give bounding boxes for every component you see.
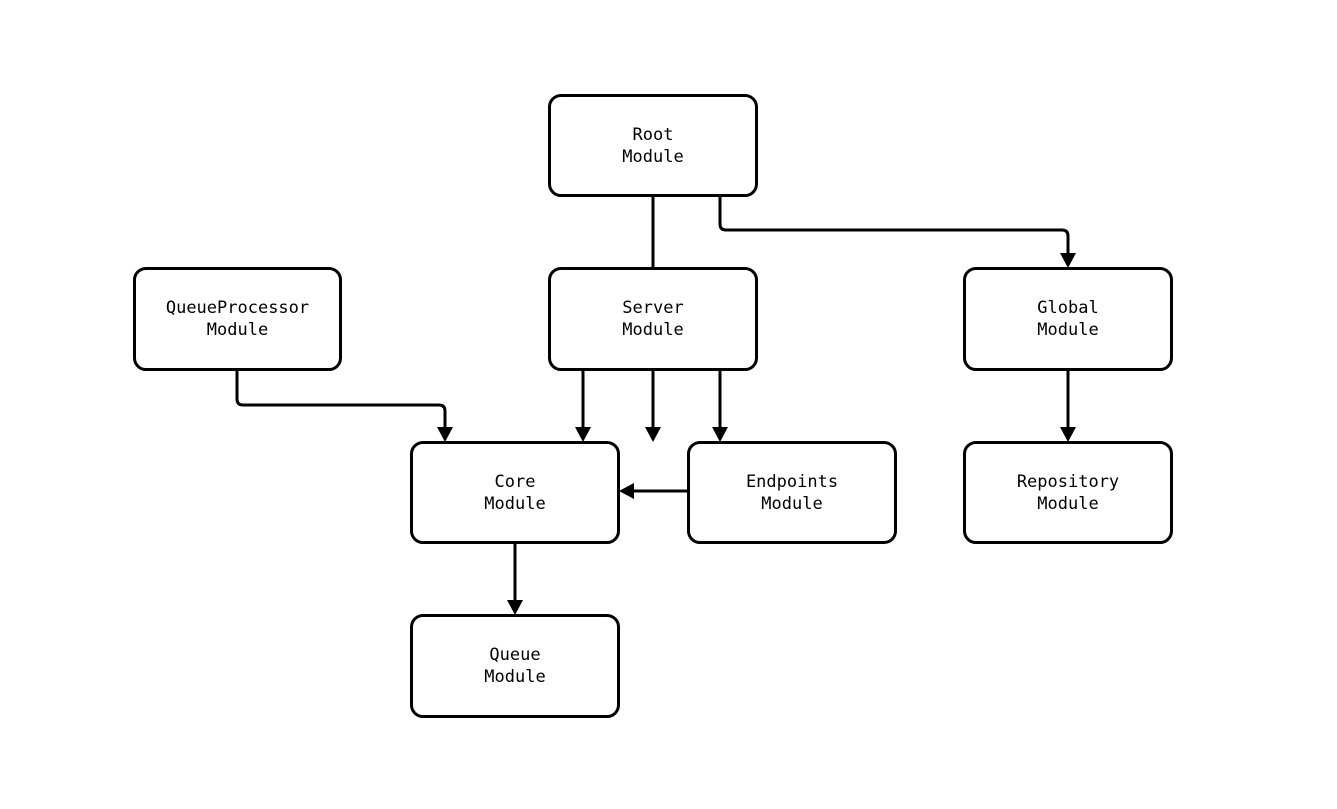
node-root-module[interactable]: Root Module bbox=[548, 94, 758, 197]
node-root-module-line1: Root bbox=[632, 124, 674, 145]
node-endpoints-module-line1: Endpoints bbox=[745, 471, 839, 492]
edge-server-to-core bbox=[575, 371, 591, 442]
node-queue-module-line2: Module bbox=[484, 667, 546, 687]
node-server-module-line1: Server bbox=[622, 298, 684, 318]
node-core-module-line2: Module bbox=[484, 493, 546, 514]
node-repository-module-line1: Repository bbox=[1016, 471, 1120, 492]
node-global-module[interactable]: Global Module bbox=[963, 267, 1173, 371]
node-repository-module[interactable]: Repository Module bbox=[963, 441, 1173, 544]
node-queue-module[interactable]: Queue Module bbox=[410, 614, 620, 718]
node-root-module-line2: Module bbox=[622, 146, 684, 167]
edge-endpoints-to-core bbox=[619, 483, 687, 499]
node-endpoints-module[interactable]: Endpoints Module bbox=[687, 441, 897, 544]
edge-core-to-queue bbox=[507, 544, 523, 615]
node-repository-module-line2: Module bbox=[1037, 493, 1099, 514]
node-global-module-line2: Module bbox=[1037, 320, 1099, 340]
node-queue-module-line1: Queue bbox=[489, 645, 541, 665]
node-queueprocessor-module-line2: Module bbox=[206, 320, 269, 340]
edge-root-to-global bbox=[718, 197, 1076, 268]
edge-queueprocessor-to-core bbox=[235, 371, 453, 442]
node-queueprocessor-module-line1: QueueProcessor bbox=[165, 298, 310, 318]
node-core-module[interactable]: Core Module bbox=[410, 441, 620, 544]
edge-global-to-repository bbox=[1060, 371, 1076, 442]
edge-server-to-endpoints bbox=[712, 371, 728, 442]
node-server-module[interactable]: Server Module bbox=[548, 267, 758, 371]
node-global-module-line1: Global bbox=[1037, 298, 1099, 318]
node-server-module-line2: Module bbox=[622, 320, 684, 340]
node-endpoints-module-line2: Module bbox=[761, 493, 823, 514]
node-queueprocessor-module[interactable]: QueueProcessor Module bbox=[133, 267, 342, 371]
node-core-module-line1: Core bbox=[494, 471, 536, 492]
